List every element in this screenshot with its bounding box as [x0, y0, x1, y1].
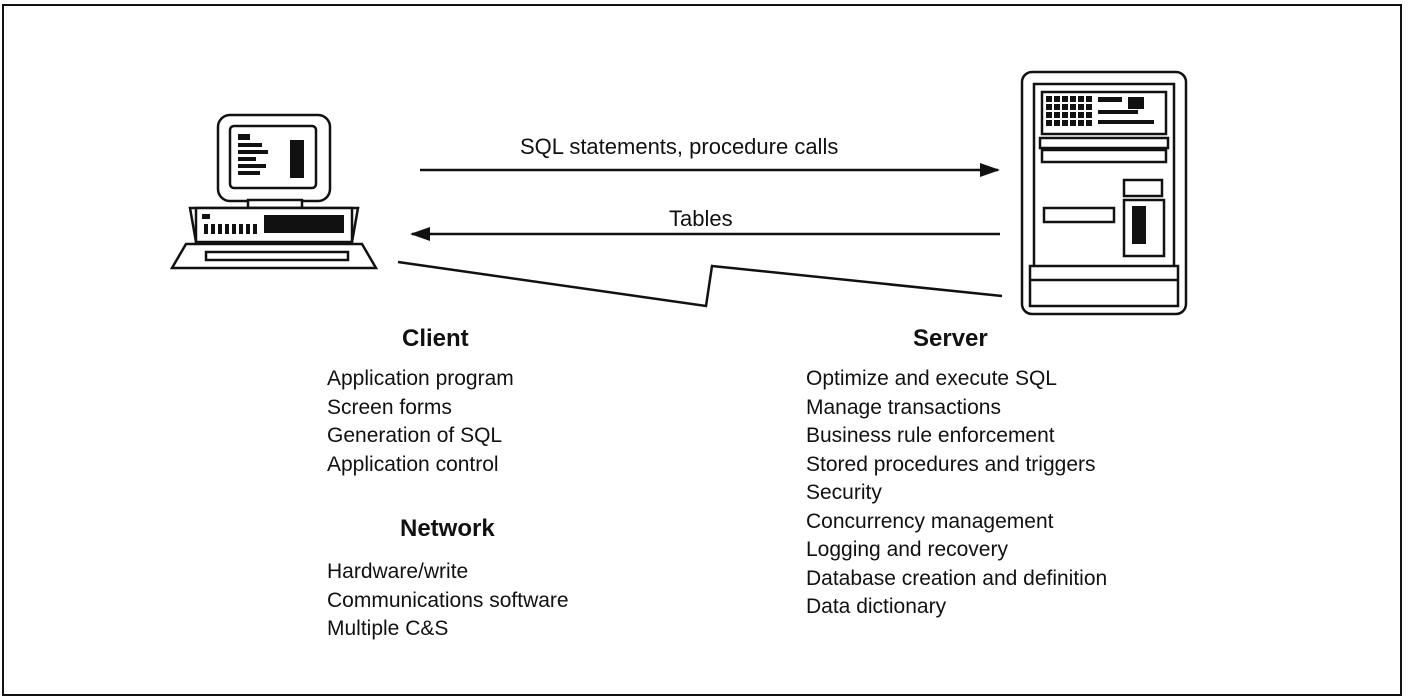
- list-item: Security: [806, 481, 882, 504]
- list-item: Business rule enforcement: [806, 424, 1055, 447]
- client-heading: Client: [402, 325, 469, 352]
- server-list: Optimize and execute SQL Manage transact…: [806, 365, 1107, 622]
- response-label: Tables: [669, 206, 733, 231]
- desktop-computer-icon: [169, 113, 379, 270]
- list-item: Concurrency management: [806, 509, 1054, 533]
- list-item: Screen forms: [327, 395, 452, 419]
- network-heading: Network: [400, 515, 495, 542]
- network-link: [397, 260, 1003, 308]
- list-item: Application program: [327, 367, 514, 390]
- list-item: Database creation and definition: [806, 566, 1108, 590]
- list-item: Logging and recovery: [806, 538, 1008, 561]
- list-item: Hardware/write: [327, 560, 469, 583]
- list-item: Communications software: [327, 588, 569, 612]
- client-list: Application program Screen forms Generat…: [327, 365, 514, 479]
- list-item: Generation of SQL: [327, 424, 503, 447]
- list-item: Optimize and execute SQL: [806, 367, 1057, 390]
- list-item: Data dictionary: [806, 595, 947, 618]
- list-item: Manage transactions: [806, 395, 1001, 419]
- request-label: SQL statements, procedure calls: [520, 134, 839, 159]
- list-item: Multiple C&S: [327, 617, 449, 640]
- server-heading: Server: [913, 325, 988, 352]
- diagram-frame: [2, 4, 1402, 696]
- list-item: Stored procedures and triggers: [806, 452, 1096, 476]
- list-item: Application control: [327, 452, 499, 476]
- network-list: Hardware/write Communications software M…: [327, 558, 569, 644]
- server-cabinet-icon: [1020, 70, 1188, 316]
